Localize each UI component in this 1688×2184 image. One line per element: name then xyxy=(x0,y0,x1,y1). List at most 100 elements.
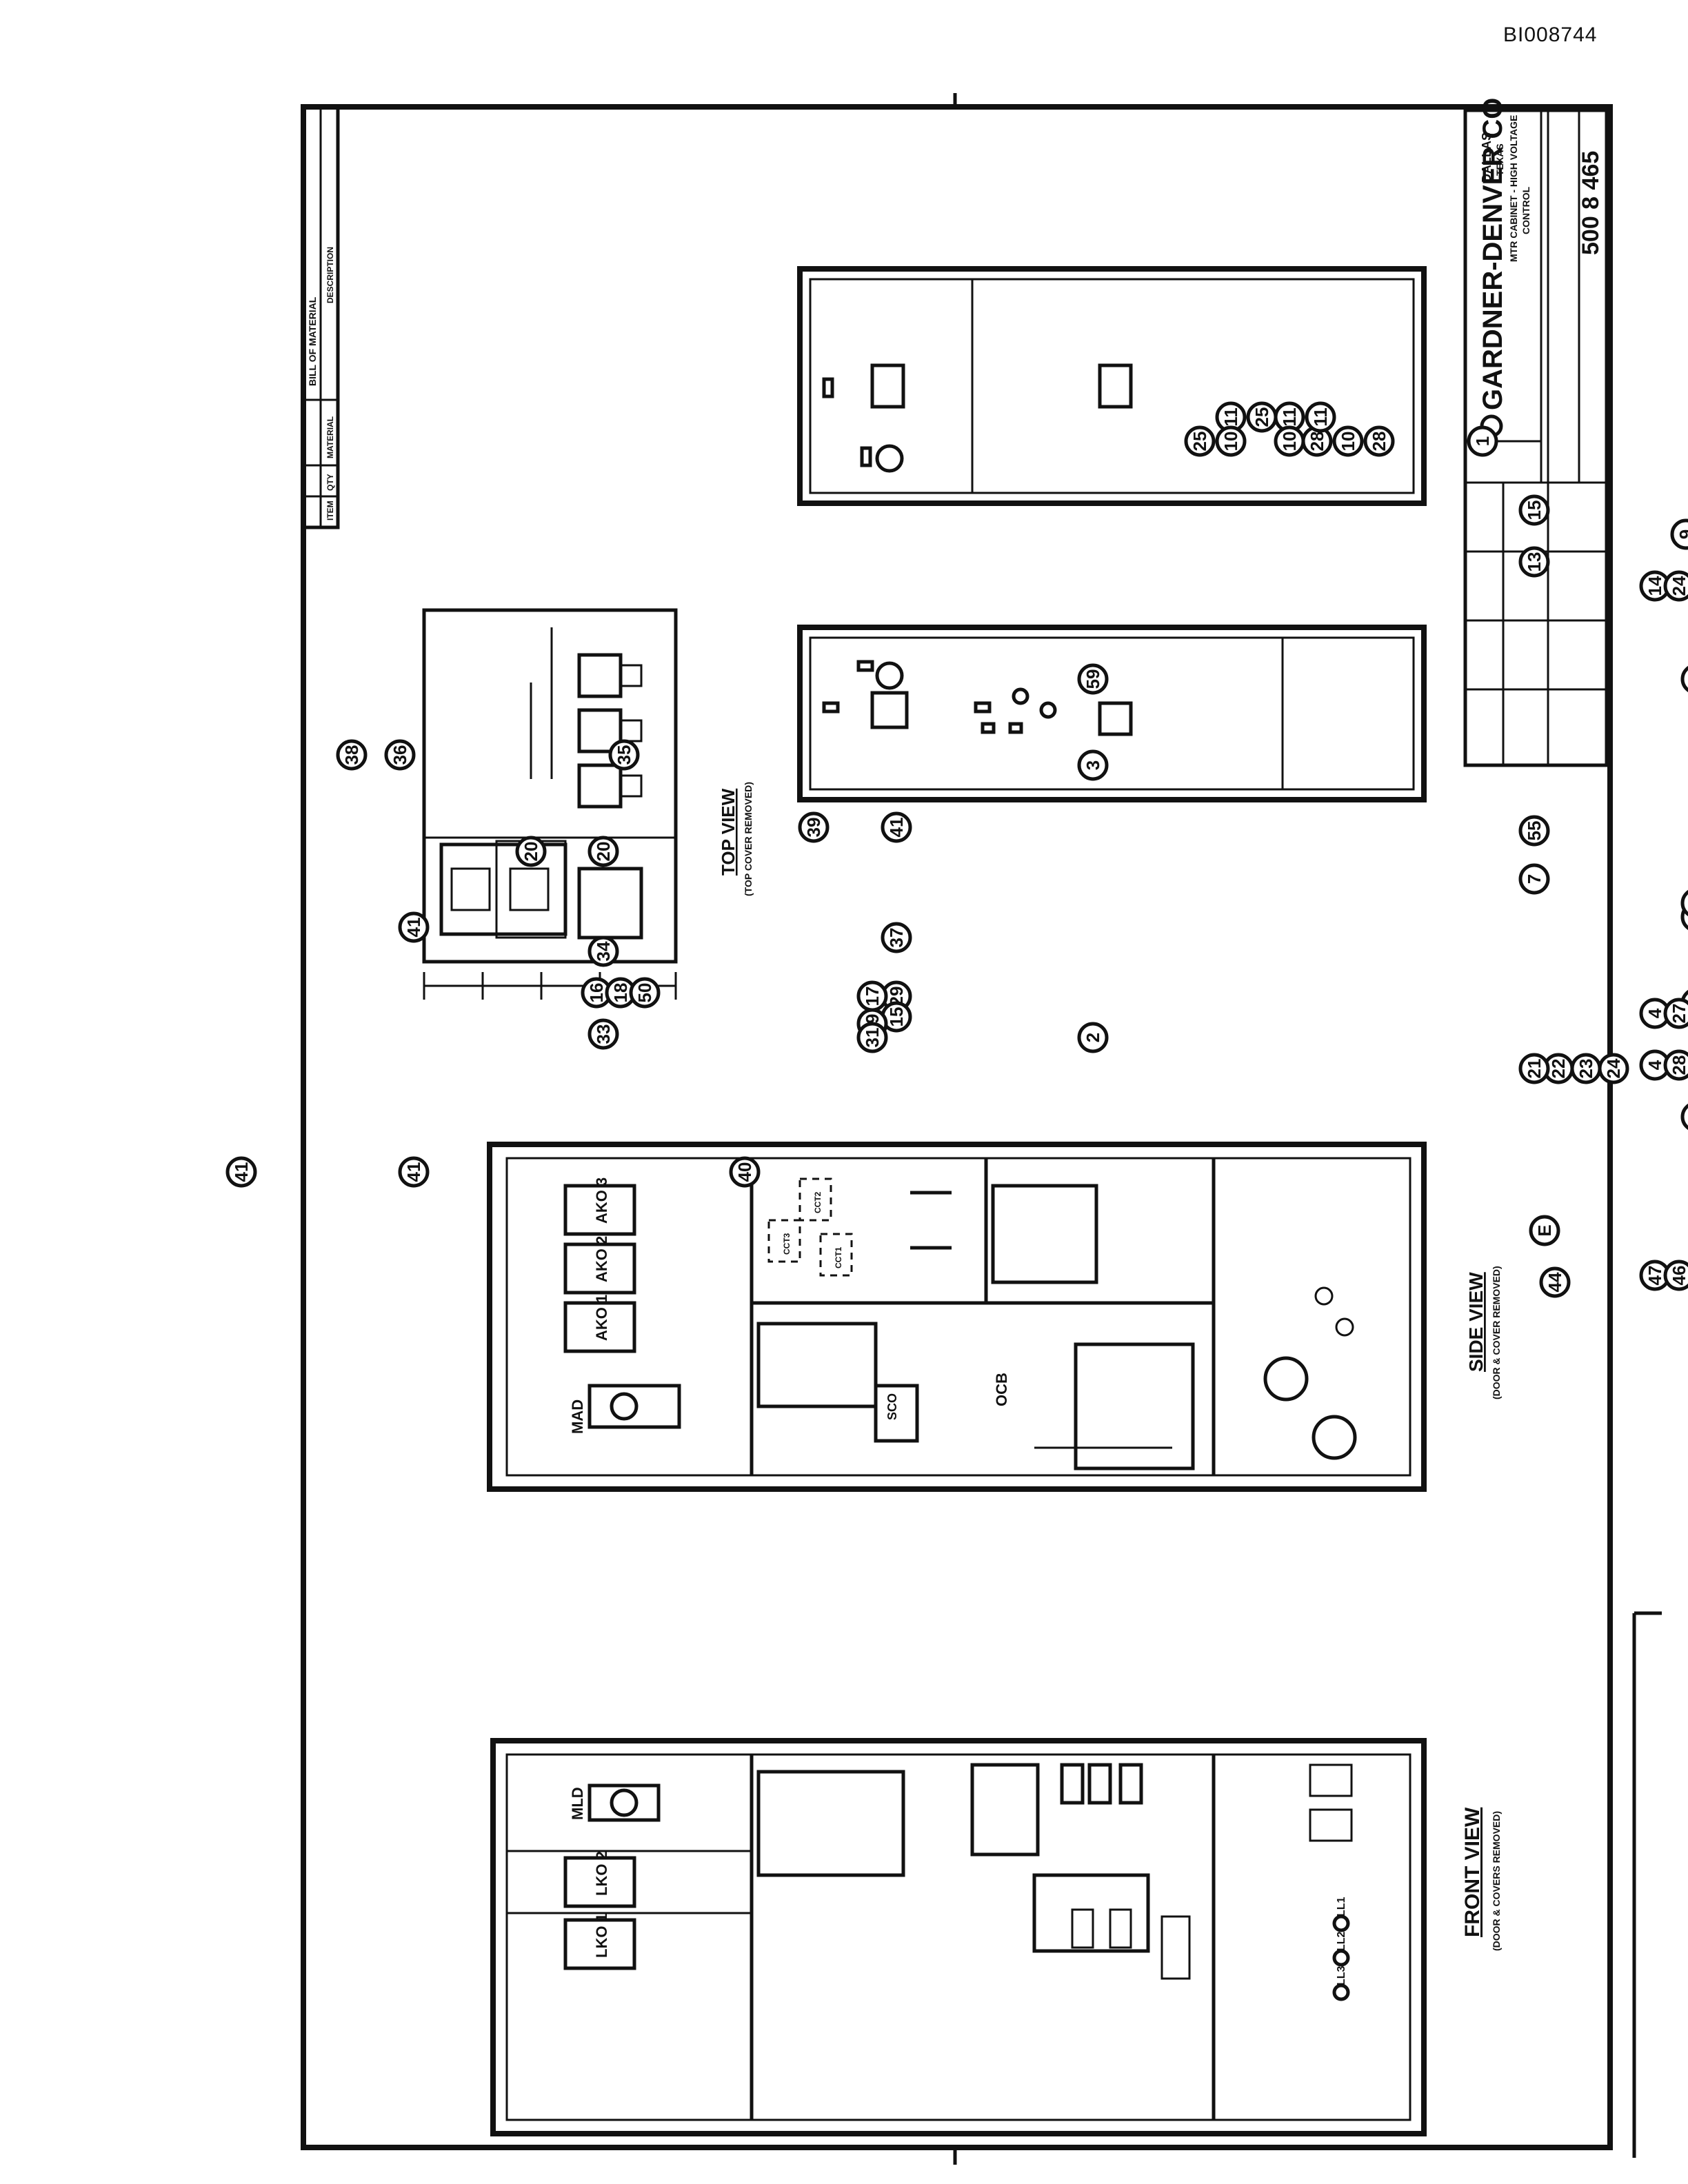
ll2-light-icon xyxy=(1332,1949,1350,1967)
balloon-front-bottom: 2 xyxy=(1680,901,1688,933)
balloon-panel-a: 35 xyxy=(608,739,640,771)
cct2-block xyxy=(798,1177,832,1222)
mld-label: MLD xyxy=(569,1787,586,1820)
balloon-panel-a: 18 xyxy=(605,977,636,1009)
balloon-side-top: 10 xyxy=(1332,425,1364,457)
breaker-tank xyxy=(991,1184,1098,1284)
balloon-front-bottom: 4 xyxy=(1639,1049,1671,1081)
transformer-icon xyxy=(1263,1356,1309,1402)
balloon-side-bottom: 13 xyxy=(1518,546,1550,578)
ako3-label: AKO 3 xyxy=(593,1177,610,1224)
balloon-side-bottom: 23 xyxy=(1570,1053,1602,1084)
ako1-block xyxy=(563,1301,636,1353)
front-contactor xyxy=(970,1763,1040,1857)
side-view: AKO 3 AKO 2 AKO 1 MAD CCT3 CCT2 CCT1 SCO… xyxy=(487,1142,1502,1492)
mco-device xyxy=(1087,1763,1112,1805)
company-city: DALLAS xyxy=(1480,132,1494,183)
cct1-label: CCT1 xyxy=(834,1246,843,1268)
svg-text:41: 41 xyxy=(231,1162,252,1182)
balloon-panel-a: 34 xyxy=(587,936,619,967)
ako3-block xyxy=(563,1184,636,1236)
svg-text:35: 35 xyxy=(614,745,634,765)
mad-label: MAD xyxy=(569,1399,586,1434)
title-block: GARDNER-DENVER CO DALLAS TEXAS MTR CABIN… xyxy=(1463,98,1609,767)
balloon-side-bottom: 55 xyxy=(1518,815,1550,847)
svg-text:40: 40 xyxy=(734,1162,755,1182)
balloon-side-bottom: 24 xyxy=(1598,1053,1629,1084)
svg-text:16: 16 xyxy=(586,983,607,1003)
svg-text:9: 9 xyxy=(1676,529,1688,539)
svg-text:10: 10 xyxy=(1338,432,1358,452)
balloon-panel-b: 41 xyxy=(398,1156,430,1188)
balloon-panel-b: 38 xyxy=(336,739,368,771)
svg-text:4: 4 xyxy=(1645,1008,1665,1018)
ako2-block xyxy=(563,1242,636,1295)
balloon-side-top: 10 xyxy=(1274,425,1305,457)
balloon-panel-a: 33 xyxy=(587,1018,619,1050)
svg-text:33: 33 xyxy=(593,1024,614,1044)
front-fuse xyxy=(1309,1763,1353,1797)
balloon-front-bottom: 46 xyxy=(1663,1260,1688,1291)
svg-text:28: 28 xyxy=(1369,432,1389,452)
balloon-side-bottom: 3 xyxy=(1077,749,1109,781)
svg-text:1: 1 xyxy=(1472,436,1493,446)
svg-text:39: 39 xyxy=(803,818,824,838)
svg-text:24: 24 xyxy=(1603,1058,1624,1078)
svg-text:3: 3 xyxy=(1083,760,1103,770)
balloon-panel-b: 20 xyxy=(515,836,547,867)
svg-text:38: 38 xyxy=(341,745,362,765)
svg-text:2: 2 xyxy=(1686,912,1688,922)
svg-text:6: 6 xyxy=(1686,1112,1688,1122)
cct2-label: CCT2 xyxy=(813,1191,823,1213)
ako1-label: AKO 1 xyxy=(593,1295,610,1341)
svg-text:59: 59 xyxy=(1686,893,1688,913)
balloon-panel-a: 40 xyxy=(729,1156,761,1188)
svg-text:11: 11 xyxy=(1220,407,1241,427)
document-id: BI008744 xyxy=(1503,23,1598,46)
balloon-side-bottom: 7 xyxy=(1518,863,1550,895)
svg-text:44: 44 xyxy=(1545,1272,1565,1292)
balloon-side-bottom: E xyxy=(1529,1215,1560,1246)
ll3-light-icon xyxy=(1332,1983,1350,2001)
mgo-device xyxy=(1060,1763,1085,1805)
svg-text:47: 47 xyxy=(1645,1266,1665,1286)
bom-col-item: ITEM xyxy=(325,501,335,520)
svg-text:11: 11 xyxy=(1279,407,1300,427)
top-view-subtitle: (TOP COVER REMOVED) xyxy=(743,782,754,896)
balloon-front-bottom: 47 xyxy=(1639,1260,1671,1291)
cct3-label: CCT3 xyxy=(782,1233,792,1255)
balloon-side-bottom: 44 xyxy=(1539,1266,1571,1298)
sco-label: SCO xyxy=(885,1393,899,1420)
svg-text:18: 18 xyxy=(610,983,631,1003)
mm-device xyxy=(1118,1763,1143,1805)
svg-text:4: 4 xyxy=(1645,1060,1665,1070)
svg-text:25: 25 xyxy=(1252,407,1272,427)
top-view: TOP VIEW (TOP COVER REMOVED) xyxy=(422,608,754,1000)
svg-text:20: 20 xyxy=(521,842,541,862)
top-view-title: TOP VIEW xyxy=(718,788,738,876)
svg-text:15: 15 xyxy=(1524,501,1545,520)
balloon-side-bottom: 21 xyxy=(1518,1053,1550,1084)
company-name: GARDNER-DENVER CO xyxy=(1478,98,1508,410)
side-view-title: SIDE VIEW xyxy=(1465,1272,1487,1372)
svg-text:17: 17 xyxy=(862,987,883,1007)
svg-text:13: 13 xyxy=(1524,552,1545,572)
svg-text:22: 22 xyxy=(1548,1059,1569,1079)
balloon-panel-b: 41 xyxy=(398,911,430,943)
drawing-description-line2: CONTROL xyxy=(1520,186,1531,234)
transformer-icon xyxy=(1312,1415,1357,1460)
balloon-front-extra: 24 xyxy=(1663,570,1688,602)
svg-text:59: 59 xyxy=(1083,669,1103,689)
svg-text:20: 20 xyxy=(593,842,614,862)
svg-text:50: 50 xyxy=(634,983,655,1003)
svg-text:41: 41 xyxy=(886,818,907,838)
svg-text:37: 37 xyxy=(886,928,907,948)
svg-text:41: 41 xyxy=(403,918,424,938)
svg-text:36: 36 xyxy=(390,745,410,765)
sco-block xyxy=(874,1384,919,1443)
svg-text:23: 23 xyxy=(1576,1059,1596,1079)
bom-title: BILL OF MATERIAL xyxy=(307,296,318,386)
balloon-side-top: 10 xyxy=(1215,425,1247,457)
bom-col-qty: QTY xyxy=(325,474,335,491)
